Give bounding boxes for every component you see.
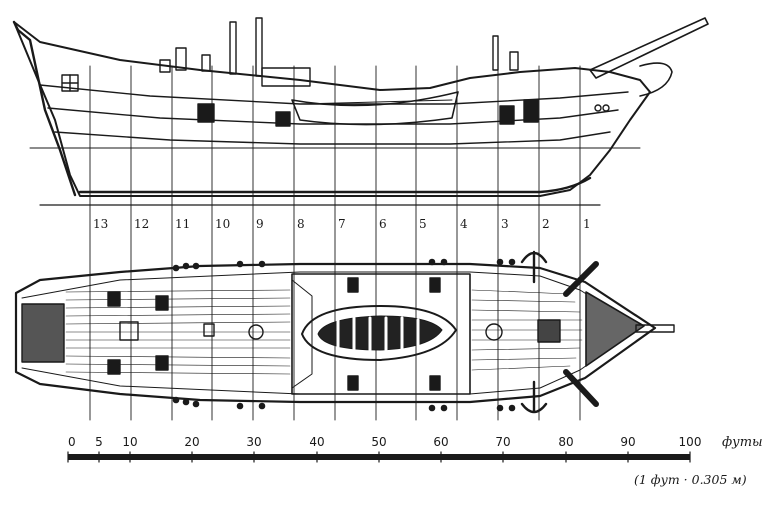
station-label-11: 11 [175,217,190,231]
scale-label-30: 30 [246,435,261,449]
station-label-13: 13 [93,217,108,231]
wale-upper [39,84,629,105]
scale-label-90: 90 [620,435,635,449]
scale-label-100: 100 [679,435,702,449]
scale-label-50: 50 [371,435,386,449]
hull-outline [13,21,651,197]
mast-stump-1 [229,21,237,75]
station-lines [89,65,581,421]
station-label-12: 12 [134,217,149,231]
scale-label-40: 40 [309,435,324,449]
bowsprit [589,17,709,79]
station-label-5: 5 [419,217,427,231]
side-elevation [12,17,709,206]
mast-stump-3 [492,35,499,71]
side-longboat [291,91,459,126]
station-label-7: 7 [338,217,346,231]
mast-stump-2 [255,17,263,77]
scale-unit: футы [722,435,763,450]
station-label-2: 2 [542,217,550,231]
deck-planking [65,289,583,375]
scale-label-60: 60 [433,435,448,449]
keel [78,176,592,194]
scale-label-10: 10 [122,435,137,449]
scale-label-5: 5 [95,435,103,449]
station-label-6: 6 [379,217,387,231]
stern-transom [12,20,77,197]
deck-plan [14,250,675,414]
scale-label-80: 80 [558,435,573,449]
station-label-3: 3 [501,217,509,231]
station-label-8: 8 [297,217,305,231]
station-labels: 13 12 11 10 9 8 7 6 5 4 3 2 1 [93,217,591,231]
station-label-9: 9 [256,217,264,231]
scale-label-20: 20 [184,435,199,449]
bow-head [585,291,645,367]
station-label-10: 10 [215,217,230,231]
bowsprit-plan [635,324,675,333]
scale-bar: 0 5 10 20 30 40 50 60 70 80 90 100 футы (1 фут · 0.… [67,435,763,487]
deckhouse [261,67,311,87]
station-label-1: 1 [583,217,591,231]
scale-label-70: 70 [495,435,510,449]
stern-cabin [21,303,65,363]
scale-conversion: (1 фут · 0.305 м) [634,472,747,487]
scale-label-0: 0 [68,435,76,449]
plan-longboat [301,305,457,361]
wale-lower [54,131,611,145]
station-label-4: 4 [460,217,468,231]
waist-opening [291,273,471,395]
